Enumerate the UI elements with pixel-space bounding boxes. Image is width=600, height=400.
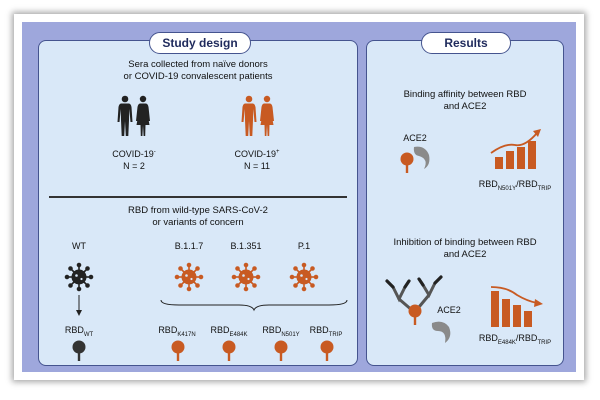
variant-label: P.1 <box>297 241 311 251</box>
study-design-title: Study design <box>149 32 251 54</box>
rbd-text-line2: or variants of concern <box>152 217 244 228</box>
binding-rbd-label: RBDN501Y/RBDTRIP <box>478 179 552 192</box>
binding-affinity-line2: and ACE2 <box>443 101 487 112</box>
inhibition-line1: Inhibition of binding between RBD <box>393 237 537 248</box>
figure-background: Study design Sera collected from naïve d… <box>22 22 576 372</box>
rbd-text-line1: RBD from wild-type SARS-CoV-2 <box>128 205 268 216</box>
rbd-icon <box>72 340 86 361</box>
covid-negative-label: COVID-19- <box>112 149 156 159</box>
covid-positive-count: N = 11 <box>243 161 271 171</box>
arrow-icon <box>76 295 82 316</box>
bar-chart-down-icon <box>490 286 543 327</box>
covid-negative-count: N = 2 <box>123 161 145 171</box>
inhibition-line2: and ACE2 <box>443 249 487 260</box>
ace2-label: ACE2 <box>403 133 427 143</box>
rbd-mutant-label: RBDTRIP <box>309 325 343 338</box>
rbd-icon <box>222 340 236 361</box>
sera-text-line1: Sera collected from naïve donors <box>128 59 268 70</box>
rbd-icon <box>274 340 288 361</box>
rbd-mutant-label: RBDE484K <box>210 325 248 338</box>
inhibition-rbd-label: RBDE484K/RBDTRIP <box>478 333 552 346</box>
rbd-mutant-label: RBDK417N <box>158 325 196 338</box>
person-icon <box>260 95 274 136</box>
binding-affinity-line1: Binding affinity between RBD <box>403 89 527 100</box>
sera-text-line2: or COVID-19 convalescent patients <box>123 71 273 82</box>
covid-positive-label: COVID-19+ <box>234 149 280 159</box>
rbd-mutant-label: RBDN501Y <box>262 325 300 338</box>
person-icon <box>136 95 150 136</box>
ace2-icon <box>413 146 430 169</box>
section-divider <box>49 196 347 198</box>
virus-icon <box>231 262 261 292</box>
person-icon <box>241 95 257 136</box>
virus-icon <box>64 262 94 292</box>
person-icon <box>117 95 133 136</box>
rbd-icon <box>171 340 185 361</box>
wt-label: WT <box>72 241 86 251</box>
brace-icon <box>160 299 348 312</box>
study-design-panel: Study design Sera collected from naïve d… <box>38 32 358 366</box>
results-panel: Results Binding affinity between RBD and… <box>366 32 564 366</box>
results-title: Results <box>421 32 511 54</box>
rbd-wt-label: RBDWT <box>64 325 94 338</box>
variant-label: B.1.1.7 <box>174 241 204 251</box>
ace2-icon <box>431 321 451 343</box>
rbd-icon <box>320 340 334 361</box>
rbd-icon <box>408 304 422 325</box>
bar-chart-up-icon <box>490 129 541 169</box>
rbd-icon <box>400 152 414 173</box>
variant-label: B.1.351 <box>230 241 262 251</box>
figure-frame: Study design Sera collected from naïve d… <box>14 14 584 380</box>
virus-icon <box>289 262 319 292</box>
virus-icon <box>174 262 204 292</box>
ace2-label: ACE2 <box>437 305 461 315</box>
